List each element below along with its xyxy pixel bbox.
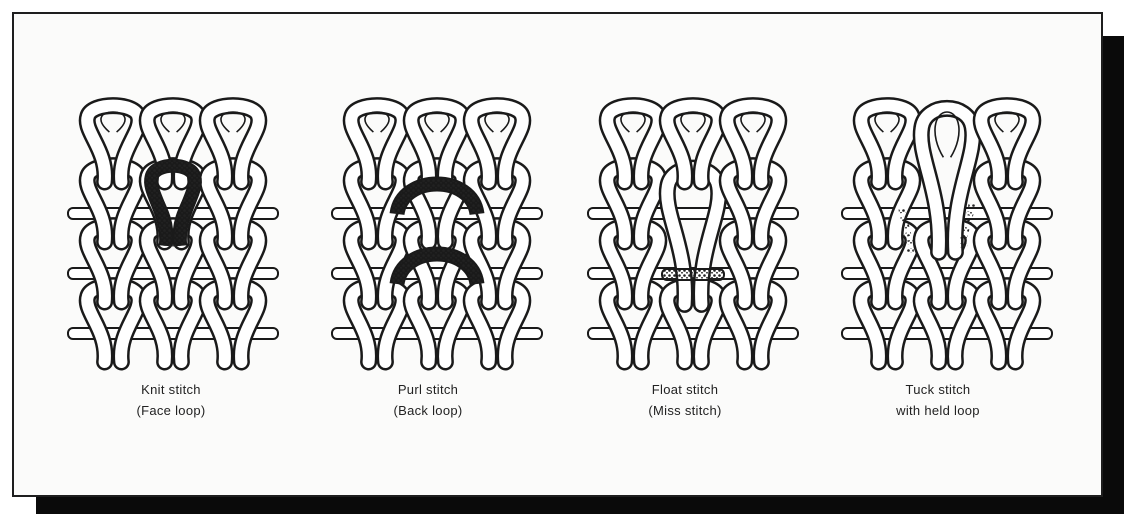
knit-fabric-drawing [58,94,288,374]
caption-line-2: with held loop [838,400,1038,421]
tuck-stitch-caption: Tuck stitch with held loop [838,379,1038,421]
figure-card: Knit stitch (Face loop) Purl stitch (Bac… [12,12,1103,497]
caption-line-1: Purl stitch [328,379,528,400]
knit-fabric-drawing [322,94,552,374]
float-stitch-caption: Float stitch (Miss stitch) [585,379,785,421]
purl-stitch-caption: Purl stitch (Back loop) [328,379,528,421]
tuck-stitch-illustration [832,94,1062,374]
caption-line-1: Float stitch [585,379,785,400]
float-stitch-illustration [578,94,808,374]
knit-stitch-caption: Knit stitch (Face loop) [71,379,271,421]
purl-stitch-illustration [322,94,552,374]
caption-line-2: (Back loop) [328,400,528,421]
knit-fabric-drawing [578,94,808,374]
caption-line-2: (Miss stitch) [585,400,785,421]
knit-fabric-drawing [832,94,1062,374]
caption-line-1: Knit stitch [71,379,271,400]
knit-stitch-illustration [58,94,288,374]
highlighted-stitch [662,269,724,280]
caption-line-1: Tuck stitch [838,379,1038,400]
caption-line-2: (Face loop) [71,400,271,421]
